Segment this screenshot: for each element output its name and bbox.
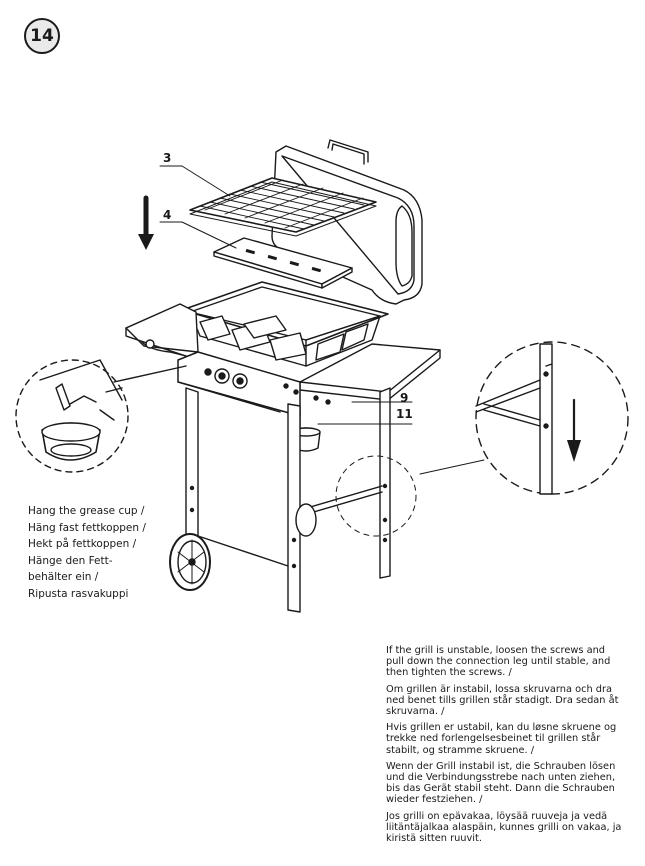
instruction-paragraph-de: Wenn der Grill instabil ist, die Schraub… [386,760,616,806]
callout-label-9: 9 [400,391,409,405]
instruction-paragraph-fi: Jos grilli on epävakaa, löysää ruuveja j… [386,810,622,845]
wheel-icon [169,503,317,591]
stability-instruction: If the grill is unstable, loosen the scr… [386,645,622,849]
control-knob-icon [204,368,248,389]
firebox [181,281,389,367]
instruction-paragraph-no: Hvis grillen er ustabil, kan du løsne sk… [386,722,617,756]
instruction-line: Hekt på fettkoppen / [28,538,137,550]
grill-legs [185,387,391,613]
instruction-line: behälter ein / [28,571,99,583]
control-panel [177,351,331,417]
instruction-line: Häng fast fettkoppen / [28,521,146,534]
grease-cup-detail [15,359,187,473]
down-arrow-icon [138,195,154,250]
grease-cup-instruction: Hang the grease cup / Häng fast fettkopp… [28,503,178,602]
callout-leaders [159,165,413,425]
instruction-line: Hang the grease cup / [28,505,145,517]
callout-label-4: 4 [163,208,172,222]
callout-label-3: 3 [163,151,172,165]
step-number: 14 [30,26,54,46]
instruction-paragraph-en: If the grill is unstable, loosen the scr… [386,645,611,679]
left-side-shelf [125,303,199,361]
callout-label-11: 11 [396,407,413,421]
down-arrow-icon [567,398,581,462]
cooking-grate [189,177,377,237]
leg-adjustment-detail [335,341,629,537]
step-number-badge: 14 [24,18,60,54]
instruction-paragraph-sv: Om grillen är instabil, lossa skruvarna … [386,683,619,718]
instruction-line: Ripusta rasvakuppi [28,587,129,600]
instruction-line: Hänge den Fett- [28,554,113,567]
heat-plate [213,237,353,289]
